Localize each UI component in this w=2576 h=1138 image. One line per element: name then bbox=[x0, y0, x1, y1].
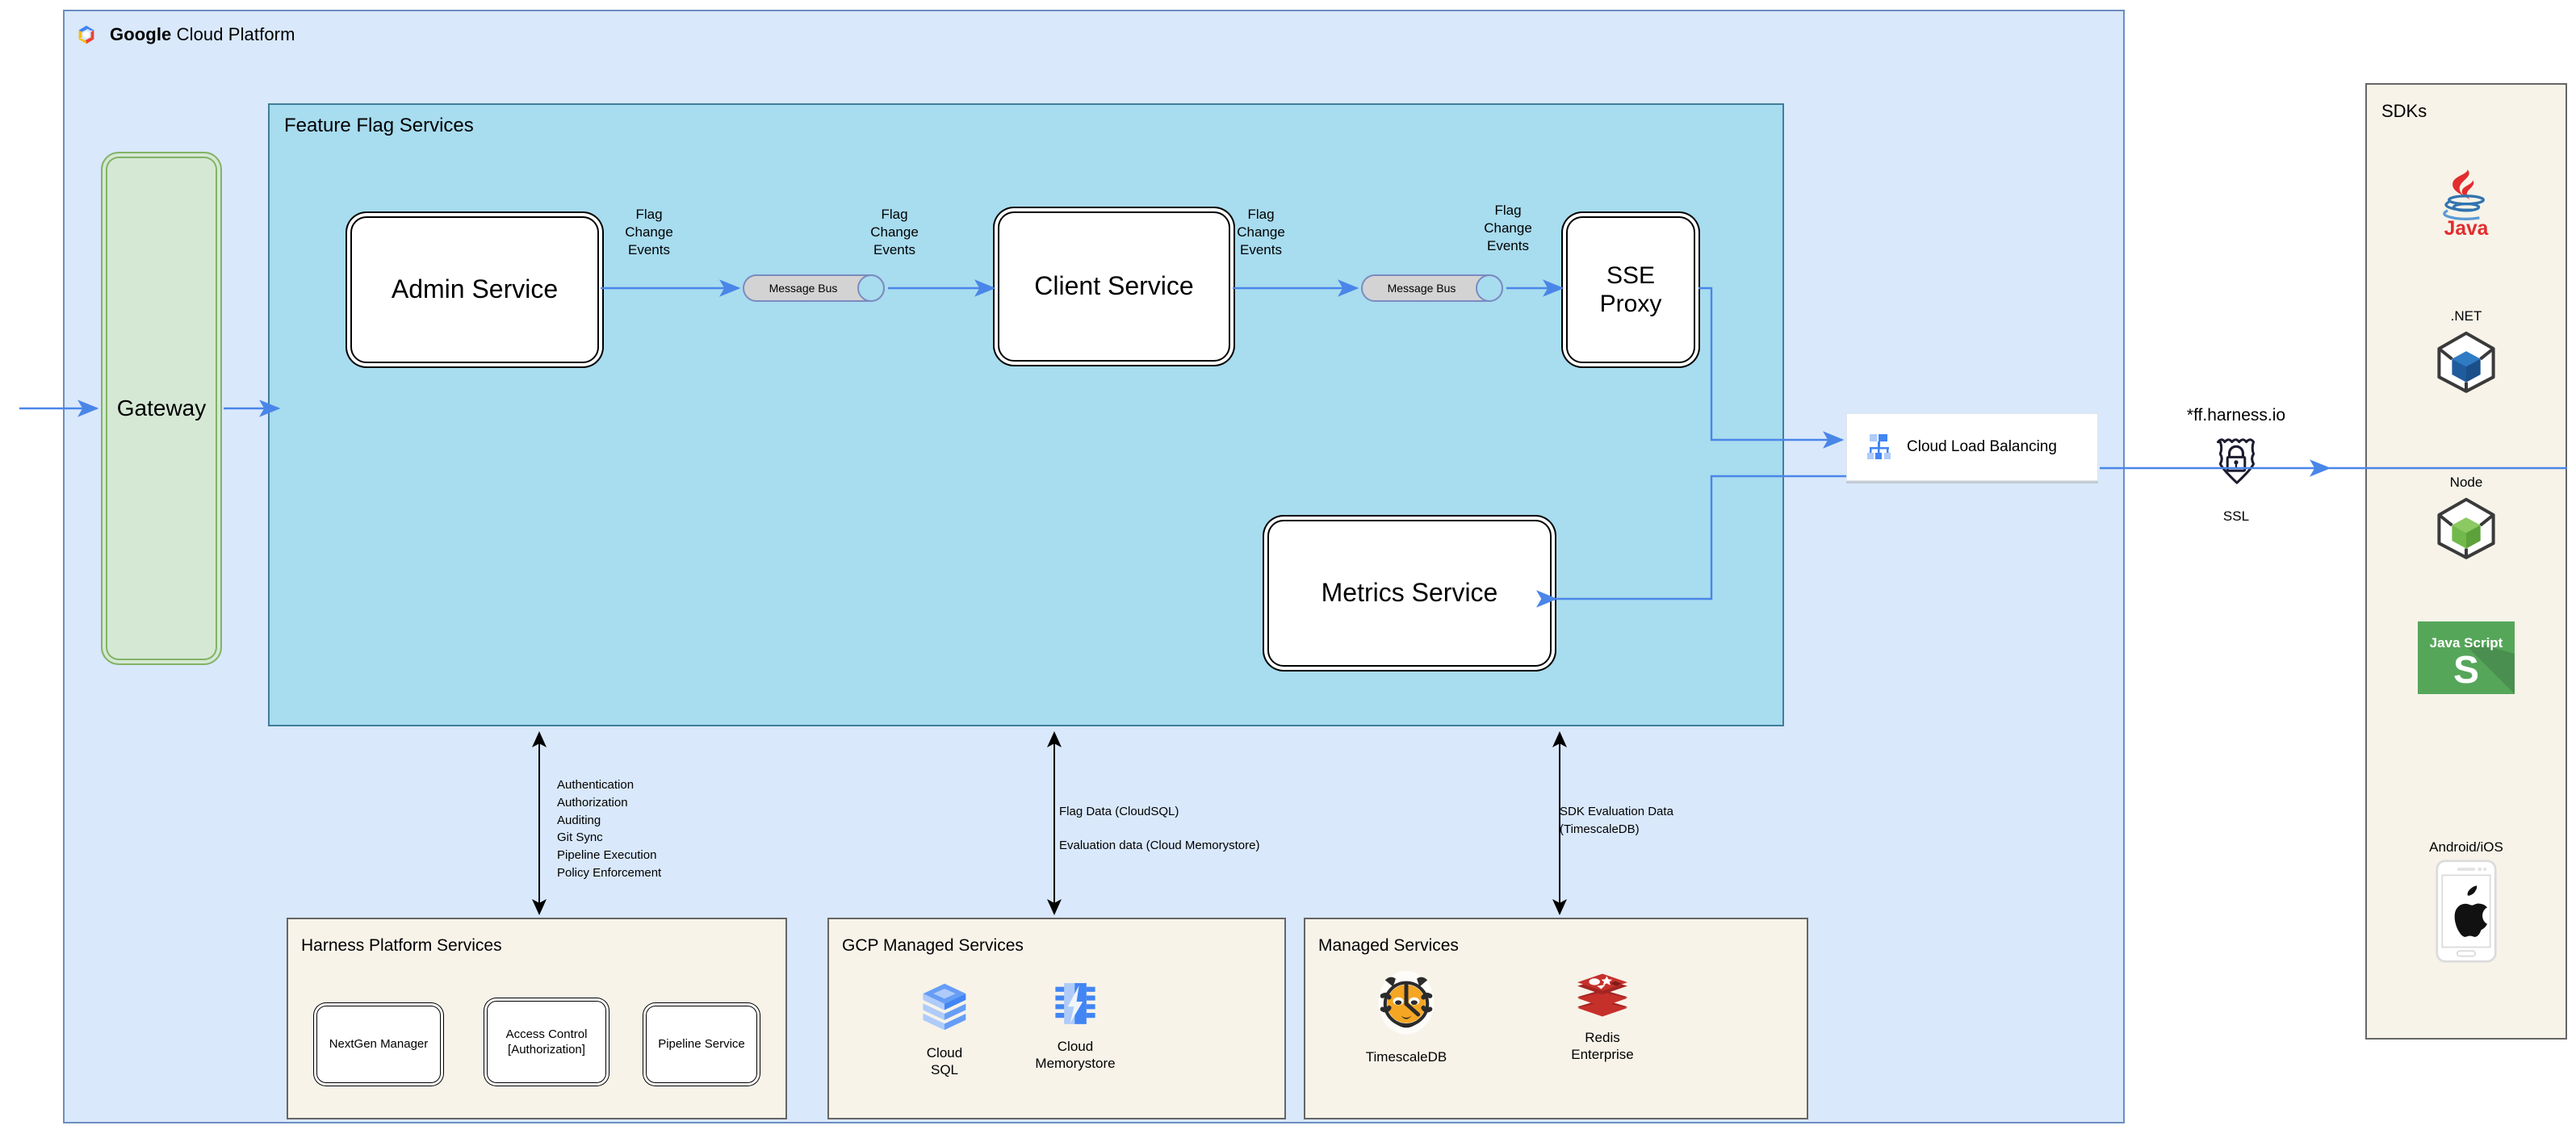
message-bus-2[interactable]: Message Bus bbox=[1361, 274, 1503, 302]
sdk-item-javascript[interactable]: Java Script S bbox=[2365, 621, 2567, 698]
message-bus-1[interactable]: Message Bus bbox=[743, 274, 885, 302]
sdk-flow-1: (TimescaleDB) bbox=[1560, 822, 1640, 836]
redis-icon bbox=[1575, 970, 1630, 1024]
sdk-item-android-ios[interactable]: Android/iOS bbox=[2365, 839, 2567, 968]
sdk-item-node-label: Node bbox=[2449, 475, 2483, 490]
cloud-load-balancing-icon bbox=[1863, 431, 1895, 463]
harness-flow-1: Authorization bbox=[557, 795, 628, 810]
client-service-box[interactable]: Client Service bbox=[998, 211, 1230, 362]
managed-services-title: Managed Services bbox=[1318, 936, 1459, 955]
timescaledb-label: TimescaleDB bbox=[1365, 1049, 1447, 1065]
ff-domain-label: *ff.harness.io bbox=[2186, 406, 2286, 425]
gcp-title: Google Cloud Platform bbox=[110, 24, 295, 45]
gateway-label: Gateway bbox=[116, 395, 207, 420]
svg-text:Java Script: Java Script bbox=[2430, 635, 2503, 651]
client-service-label: Client Service bbox=[1034, 271, 1194, 301]
node-cube-icon bbox=[2434, 496, 2499, 564]
timescaledb-tiger-icon bbox=[1373, 967, 1439, 1044]
harness-flow-0: Authentication bbox=[557, 778, 635, 792]
data-flow-1: Evaluation data (Cloud Memorystore) bbox=[1059, 838, 1260, 852]
javascript-logo-icon: Java Script S bbox=[2418, 621, 2515, 698]
gcp-title-rest: Cloud Platform bbox=[171, 24, 295, 44]
google-cloud-logo-icon bbox=[74, 23, 98, 47]
metrics-service-box[interactable]: Metrics Service bbox=[1267, 520, 1552, 667]
gateway-box[interactable]: Gateway bbox=[101, 152, 222, 665]
cloud-memorystore-icon bbox=[1050, 981, 1100, 1033]
sdks-panel bbox=[2365, 83, 2567, 1040]
sdk-item-node[interactable]: Node bbox=[2365, 475, 2567, 564]
data-flow-annotations: Flag Data (CloudSQL) Evaluation data (Cl… bbox=[1059, 803, 1326, 855]
sdk-item-dotnet[interactable]: .NET bbox=[2365, 308, 2567, 398]
cloud-load-balancing-label: Cloud Load Balancing bbox=[1907, 438, 2057, 455]
cloud-load-balancing-card[interactable]: Cloud Load Balancing bbox=[1846, 413, 2098, 481]
data-flow-0: Flag Data (CloudSQL) bbox=[1059, 805, 1179, 818]
message-bus-notch-icon bbox=[1476, 274, 1503, 302]
harness-flow-annotations: Authentication Authorization Auditing Gi… bbox=[557, 776, 799, 882]
gcp-title-bold: Google bbox=[110, 24, 172, 44]
ssl-label: SSL bbox=[2222, 508, 2250, 524]
gcp-managed-services-panel bbox=[827, 918, 1286, 1119]
sdks-title: SDKs bbox=[2381, 101, 2427, 121]
cloud-sql-icon bbox=[919, 981, 970, 1040]
java-logo-icon: Java bbox=[2433, 165, 2499, 244]
harness-flow-3: Git Sync bbox=[557, 830, 603, 845]
message-bus-2-label: Message Bus bbox=[1387, 282, 1456, 295]
mobile-apple-icon bbox=[2435, 859, 2498, 968]
admin-service-label: Admin Service bbox=[391, 274, 559, 304]
access-control-box[interactable]: Access Control[Authorization] bbox=[487, 1001, 606, 1083]
svg-text:S: S bbox=[2453, 649, 2479, 692]
harness-platform-services-title: Harness Platform Services bbox=[301, 936, 502, 955]
nextgen-manager-box[interactable]: NextGen Manager bbox=[316, 1006, 441, 1083]
dotnet-cube-icon bbox=[2434, 329, 2499, 398]
gcp-managed-services-title: GCP Managed Services bbox=[842, 936, 1024, 955]
gcp-header: Google Cloud Platform bbox=[74, 21, 413, 48]
harness-flow-2: Auditing bbox=[557, 813, 601, 827]
sdk-item-dotnet-label: .NET bbox=[2450, 308, 2482, 324]
sdk-item-java[interactable]: Java bbox=[2365, 165, 2567, 244]
harness-flow-4: Pipeline Execution bbox=[557, 848, 657, 862]
message-bus-notch-icon bbox=[857, 274, 885, 302]
feature-flag-services-container bbox=[268, 103, 1784, 726]
pipeline-service-box[interactable]: Pipeline Service bbox=[646, 1006, 757, 1083]
timescaledb-item[interactable]: TimescaleDB bbox=[1350, 967, 1463, 1065]
sdk-flow-annotations: SDK Evaluation Data (TimescaleDB) bbox=[1560, 803, 1745, 839]
admin-service-box[interactable]: Admin Service bbox=[350, 216, 599, 363]
feature-flag-services-title: Feature Flag Services bbox=[284, 115, 474, 136]
harness-flow-5: Policy Enforcement bbox=[557, 865, 662, 880]
metrics-service-label: Metrics Service bbox=[1321, 578, 1498, 608]
message-bus-1-label: Message Bus bbox=[769, 282, 838, 295]
sdk-item-android-ios-label: Android/iOS bbox=[2429, 839, 2503, 855]
sdk-flow-0: SDK Evaluation Data bbox=[1560, 805, 1673, 818]
ssl-shield-lock-icon bbox=[2188, 434, 2285, 492]
managed-services-panel bbox=[1304, 918, 1808, 1119]
svg-text:Java: Java bbox=[2444, 218, 2489, 240]
